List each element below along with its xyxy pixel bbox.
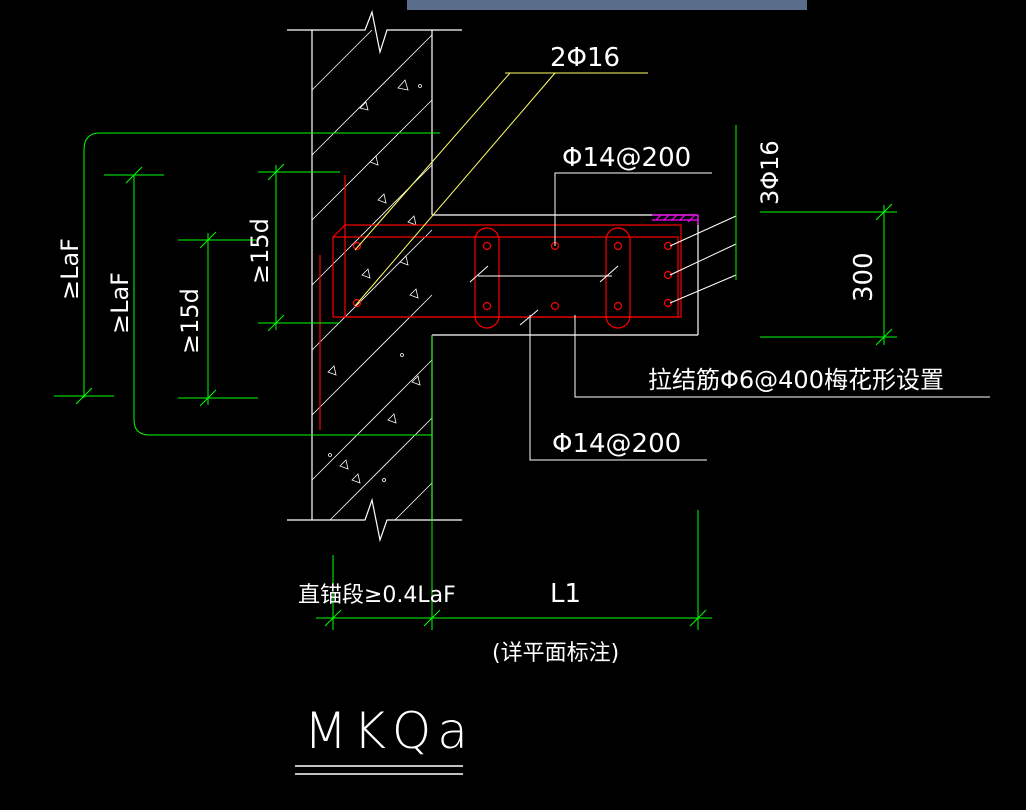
dimension-lines-bottom — [316, 335, 712, 630]
side-bar-leader — [735, 125, 897, 346]
label-straight-anchor: 直锚段≥0.4LaF — [298, 583, 456, 608]
drawing-title: MKQa — [295, 702, 474, 775]
label-top-bars: 2Φ16 — [550, 43, 620, 73]
label-upper-distribution: Φ14@200 — [562, 143, 691, 173]
dimension-lines-left — [54, 132, 440, 436]
rebar-dots — [352, 241, 673, 311]
wall-hatching — [311, 29, 433, 521]
drawing-title-text: MKQa — [304, 702, 474, 760]
label-span-note: (详平面标注) — [492, 641, 619, 666]
top-toolbar-strip — [407, 0, 807, 10]
label-span: L1 — [550, 579, 581, 609]
wall-aggregate — [327, 79, 422, 484]
label-anchor-2: ≥LaF — [106, 272, 134, 334]
label-side-bars: 3Φ16 — [756, 140, 784, 205]
corner-hatch — [652, 214, 699, 225]
label-lower-distribution: Φ14@200 — [552, 429, 681, 459]
leader-lines-yellow — [354, 72, 648, 307]
label-anchor-1: ≥LaF — [56, 238, 84, 300]
label-tie-note: 拉结筋Φ6@400梅花形设置 — [648, 366, 944, 394]
wall — [287, 9, 462, 543]
label-height: 300 — [849, 252, 879, 302]
annotation-labels: 2Φ16 Φ14@200 Φ14@200 拉结筋Φ6@400梅花形设置 直锚段≥… — [56, 43, 944, 666]
label-anchor-4: ≥15d — [176, 288, 204, 354]
tie-lines — [469, 265, 619, 326]
rebar-cage — [319, 175, 682, 430]
label-anchor-3: ≥15d — [246, 218, 274, 284]
leader-lines-white — [529, 172, 990, 461]
